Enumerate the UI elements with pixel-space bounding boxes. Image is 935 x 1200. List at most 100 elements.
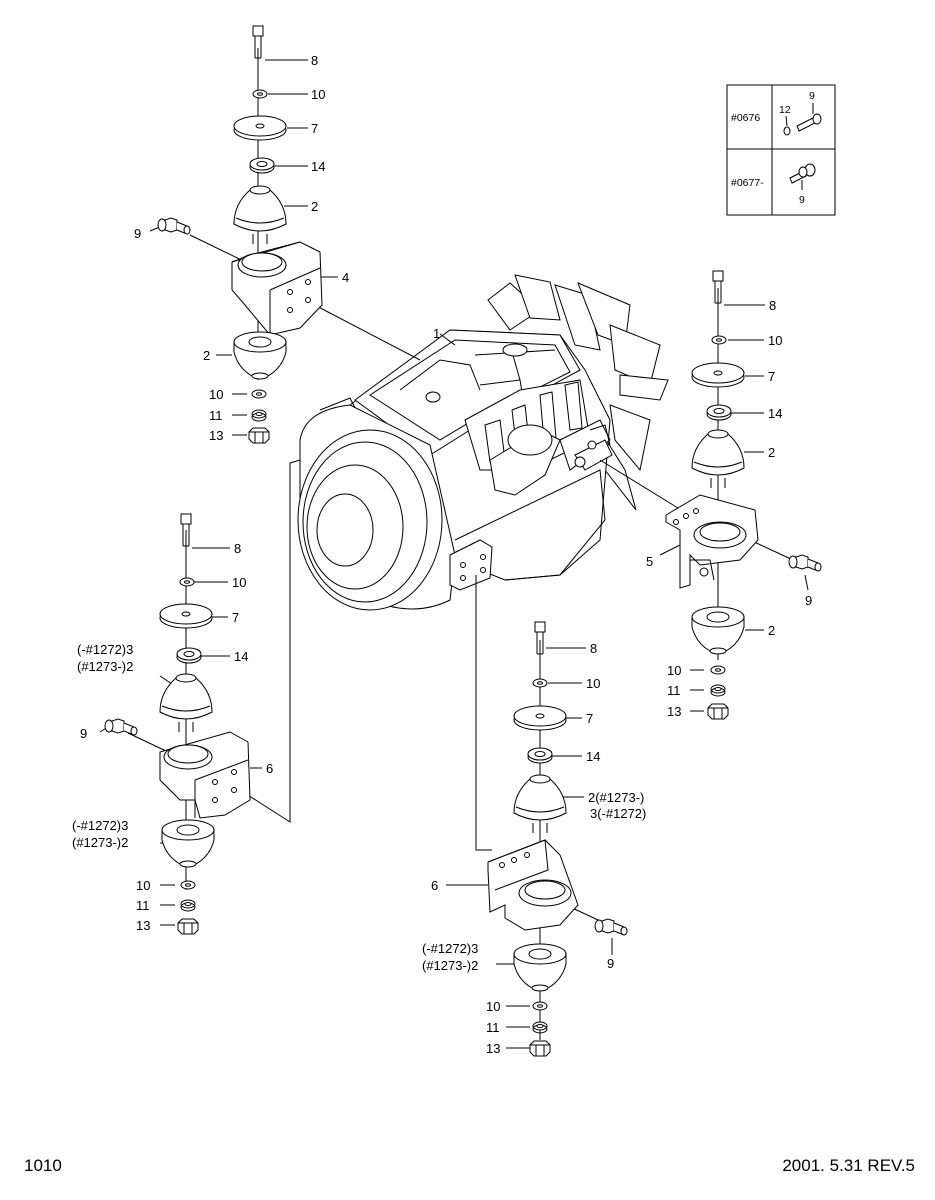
rubber-mount-lower-icon: [161, 819, 215, 868]
callout-l-7: 7: [232, 610, 239, 625]
callout-tl-2b: 2: [203, 348, 210, 363]
inset-washer-icon: [783, 115, 791, 136]
washer-icon: [711, 335, 727, 345]
callout-c-10: 10: [586, 676, 600, 691]
spacer-ring-icon: [249, 157, 275, 174]
callout-labels: 1 8 10 7 14 2 9 4 2 10 11 13 8 10 7 14 2…: [72, 53, 812, 1056]
callout-l-3b: (-#1272)3: [72, 818, 128, 833]
lock-washer-icon: [180, 899, 196, 912]
callout-c-2a: 2(#1273-): [588, 790, 644, 805]
bracket-4-icon: [231, 241, 323, 336]
callout-tl-10: 10: [311, 87, 325, 102]
bolt-washer-icon: [788, 554, 822, 572]
inset-bolt-icon-top: [796, 103, 822, 132]
nut-icon: [707, 703, 729, 720]
callout-tl-2a: 2: [311, 199, 318, 214]
inset-serial-bottom: #0677-: [731, 177, 764, 189]
inset-serial-top: #0676: [731, 112, 760, 124]
spacer-ring-icon: [527, 747, 553, 764]
bracket-6-center-icon: [487, 839, 579, 931]
lock-washer-icon: [710, 684, 726, 697]
inset-label-9-top: 9: [809, 90, 815, 102]
callout-tl-7: 7: [311, 121, 318, 136]
inset-label-9-bottom: 9: [799, 194, 805, 206]
callout-l-14: 14: [234, 649, 248, 664]
rubber-mount-icon: [233, 185, 287, 245]
callout-c-8: 8: [590, 641, 597, 656]
mount-assembly-right: [665, 270, 822, 720]
callout-c-13: 13: [486, 1041, 500, 1056]
callout-c-7: 7: [586, 711, 593, 726]
nut-icon: [177, 918, 199, 935]
washer-lower-icon: [251, 389, 267, 399]
callout-l-3a: (-#1272)3: [77, 642, 133, 657]
mount-assembly-left: [104, 513, 251, 935]
callout-r-8: 8: [769, 298, 776, 313]
callout-tl-13: 13: [209, 428, 223, 443]
bolt-washer-icon: [594, 918, 628, 936]
callout-r-9: 9: [805, 593, 812, 608]
bracket-5-icon: [665, 494, 759, 589]
leader-lines: [99, 48, 809, 1049]
bolt-washer-icon: [157, 217, 191, 235]
stopper-plate-icon: [513, 705, 567, 731]
callout-tl-8: 8: [311, 53, 318, 68]
nut-icon: [529, 1040, 551, 1057]
bracket-6-left-icon: [159, 731, 251, 819]
lock-washer-icon: [251, 409, 267, 422]
callout-c-6: 6: [431, 878, 438, 893]
callout-r-14: 14: [768, 406, 782, 421]
callout-c-10b: 10: [486, 999, 500, 1014]
callout-r-11: 11: [667, 683, 681, 698]
callout-c-9: 9: [607, 956, 614, 971]
rubber-mount-lower-icon: [233, 331, 287, 380]
callout-l-13: 13: [136, 918, 150, 933]
callout-c-14: 14: [586, 749, 600, 764]
rubber-mount-lower-icon: [691, 606, 745, 655]
callout-l-9: 9: [80, 726, 87, 741]
stopper-plate-icon: [159, 603, 213, 629]
nut-icon: [248, 427, 270, 444]
callout-r-2a: 2: [768, 445, 775, 460]
callout-r-5: 5: [646, 554, 653, 569]
serial-inset-box: #0676 #0677- 12 9 9: [726, 84, 836, 216]
washer-icon: [252, 89, 268, 99]
callout-c-11: 11: [486, 1020, 500, 1035]
callout-tl-14: 14: [311, 159, 325, 174]
page-number: 1010: [24, 1156, 62, 1175]
revision-date: 2001. 5.31 REV.5: [782, 1156, 915, 1175]
callout-l-11: 11: [136, 898, 150, 913]
callout-l-6: 6: [266, 761, 273, 776]
callout-c-3b: (-#1272)3: [422, 941, 478, 956]
callout-l-2a: (#1273-)2: [77, 659, 133, 674]
stopper-plate-icon: [691, 362, 745, 388]
callout-r-7: 7: [768, 369, 775, 384]
washer-icon: [532, 678, 548, 688]
mount-assembly-top-left: [157, 25, 323, 444]
callout-l-10b: 10: [136, 878, 150, 893]
callout-tl-4: 4: [342, 270, 349, 285]
mount-assembly-center: [487, 621, 628, 1057]
washer-lower-icon: [532, 1001, 548, 1011]
callout-tl-11: 11: [209, 408, 223, 423]
callout-tl-9: 9: [134, 226, 141, 241]
spacer-ring-icon: [176, 647, 202, 664]
washer-lower-icon: [710, 665, 726, 675]
bolt-washer-icon: [104, 718, 138, 736]
callout-l-8: 8: [234, 541, 241, 556]
callout-r-10: 10: [768, 333, 782, 348]
callout-engine: 1: [433, 326, 440, 341]
callout-c-3a: 3(-#1272): [590, 806, 646, 821]
stopper-plate-icon: [233, 115, 287, 141]
callout-r-10b: 10: [667, 663, 681, 678]
washer-lower-icon: [180, 880, 196, 890]
callout-r-13: 13: [667, 704, 681, 719]
callout-c-2b: (#1273-)2: [422, 958, 478, 973]
washer-icon: [179, 577, 195, 587]
callout-l-10: 10: [232, 575, 246, 590]
engine-assembly: [297, 274, 669, 611]
inset-bolt-icon-bottom: [789, 163, 816, 190]
spacer-ring-icon: [706, 404, 732, 421]
callout-r-2b: 2: [768, 623, 775, 638]
callout-tl-10b: 10: [209, 387, 223, 402]
